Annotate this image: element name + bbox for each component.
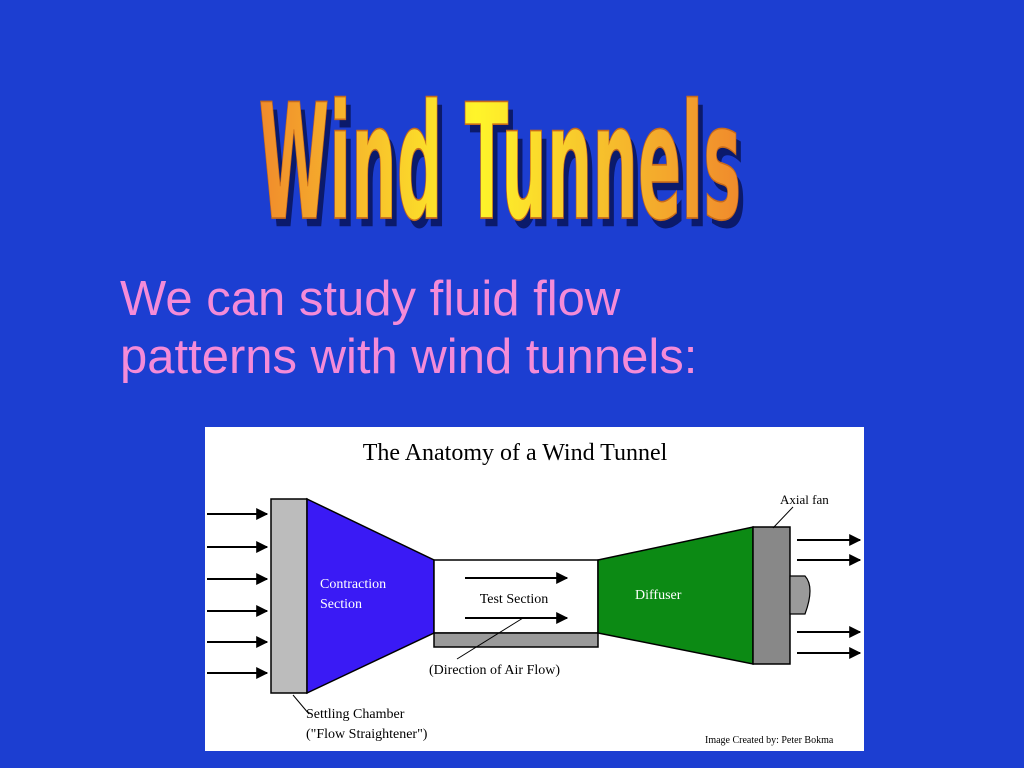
axial-fan-label: Axial fan [780, 492, 829, 507]
direction-label: (Direction of Air Flow) [429, 663, 560, 678]
slide-body: We can study fluid flow patterns with wi… [120, 270, 940, 386]
slide-title: Wind Tunnels Wind Tunnels [258, 69, 747, 250]
direction-leader [456, 617, 524, 660]
wind-tunnel-diagram: The Anatomy of a Wind Tunnel Contraction… [205, 427, 864, 751]
settling-chamber [270, 498, 308, 694]
contraction-label-2: Section [320, 597, 362, 612]
body-line-1: We can study fluid flow [120, 272, 621, 326]
body-line-2: patterns with wind tunnels: [120, 330, 698, 384]
title-shadow: Wind Tunnels [264, 78, 747, 250]
axial-fan-leader [772, 506, 794, 529]
test-section-label: Test Section [480, 592, 549, 607]
diagram-title: The Anatomy of a Wind Tunnel [363, 440, 668, 466]
diffuser-label: Diffuser [635, 588, 682, 603]
axial-fan [752, 526, 791, 665]
outflow-arrows [797, 534, 862, 659]
settling-label-2: ("Flow Straightener") [306, 727, 428, 742]
inflow-arrows [207, 508, 269, 679]
fan-hub [789, 575, 811, 615]
contraction-label-1: Contraction [320, 577, 386, 592]
image-credit: Image Created by: Peter Bokma [705, 735, 834, 746]
title-text: Wind Tunnels [259, 70, 742, 250]
settling-leader [292, 694, 310, 715]
test-section-floor [433, 632, 599, 648]
settling-label-1: Settling Chamber [306, 707, 405, 722]
test-section-arrows [465, 572, 569, 624]
